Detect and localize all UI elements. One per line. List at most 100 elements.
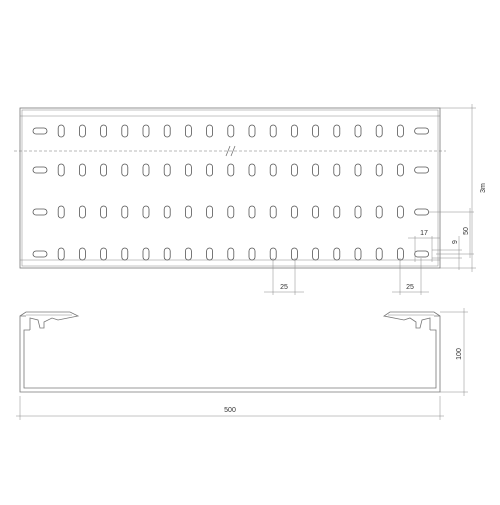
slot-hole [396,247,404,261]
slot-hole [32,250,48,258]
slot-hole [312,205,320,219]
slot-hole [100,205,107,219]
slot-hole [354,247,362,261]
slot-hole [79,163,86,177]
dim-height-label: 100 [456,348,463,360]
slot-hole [121,124,129,138]
slot-hole [227,124,235,138]
slot-hole [333,163,341,177]
slot-hole [269,124,277,138]
dim-pitch-right-label: 25 [406,284,414,291]
slot-hole [312,124,320,138]
slot-hole [100,124,107,138]
dim-slot-length: 17 [408,230,440,262]
slot-hole [396,124,404,138]
slot-hole [414,208,430,216]
slot-hole [269,205,277,219]
slot-hole [142,163,150,177]
slot-hole [248,124,256,138]
slot-hole [57,205,65,219]
slot-hole [184,163,192,177]
slot-hole [375,124,383,138]
slot-hole [396,205,404,219]
slot-hole [290,205,298,219]
slot-hole [57,247,65,261]
slot-hole [375,163,383,177]
tray-cross-section [19,311,441,393]
dim-length-label: 3m [480,183,487,193]
dim-length: 3m [440,104,487,272]
slot-hole [121,205,129,219]
dim-pitch-left-label: 25 [280,284,288,291]
slot-hole [184,247,192,261]
slot-hole [248,163,256,177]
slot-hole [354,163,362,177]
slot-hole [184,124,192,138]
slot-hole [375,205,383,219]
slot-hole [163,205,171,219]
slot-hole [79,205,86,219]
slot-hole [206,163,214,177]
slot-hole [79,124,86,138]
slot-hole [414,127,430,135]
slot-hole [32,127,48,135]
dim-row-pitch-label: 50 [463,227,470,235]
dim-slot-length-label: 17 [420,230,428,237]
dim-pitch-right: 25 [392,258,429,295]
slot-hole [206,124,214,138]
slot-hole [375,247,383,261]
slot-hole [248,247,256,261]
slot-hole [206,247,214,261]
dim-pitch-left: 25 [264,258,304,295]
dim-slot-width-label: 9 [452,240,459,244]
slot-hole [414,250,430,258]
slot-hole [290,247,298,261]
slot-hole [142,205,150,219]
slot-hole [248,205,256,219]
slot-hole [142,124,150,138]
slot-hole [227,205,235,219]
slot-hole [269,163,277,177]
dim-height: 100 [440,308,468,396]
slot-hole [333,247,341,261]
profile-inner [23,329,437,389]
break-mark [225,145,236,157]
plate-inner-edge [21,109,439,267]
slot-hole [333,124,341,138]
slot-hole [100,247,107,261]
dim-slot-width: 9 [432,236,462,270]
slot-hole [333,205,341,219]
slot-hole [163,124,171,138]
slot-hole [396,163,404,177]
slot-hole [121,247,129,261]
slot-hole [57,124,65,138]
dim-width: 500 [16,396,444,420]
slot-hole [100,163,107,177]
slot-hole [354,124,362,138]
dim-width-label: 500 [224,407,236,414]
profile-lip-left [19,311,80,330]
slot-hole [121,163,129,177]
slot-hole [312,247,320,261]
slot-hole [32,166,48,174]
slot-hole [79,247,86,261]
profile-outer [19,315,441,393]
slot-hole [32,208,48,216]
slot-hole [184,205,192,219]
slot-hole [290,163,298,177]
slot-hole [290,124,298,138]
plate-top-view [14,107,446,269]
slot-hole [57,163,65,177]
slot-hole [227,163,235,177]
slot-hole [354,205,362,219]
plate-outline [19,107,441,269]
slot-hole [163,247,171,261]
slot-grid [32,124,430,261]
slot-hole [163,163,171,177]
slot-hole [312,163,320,177]
slot-hole [414,166,430,174]
slot-hole [142,247,150,261]
slot-hole [227,247,235,261]
